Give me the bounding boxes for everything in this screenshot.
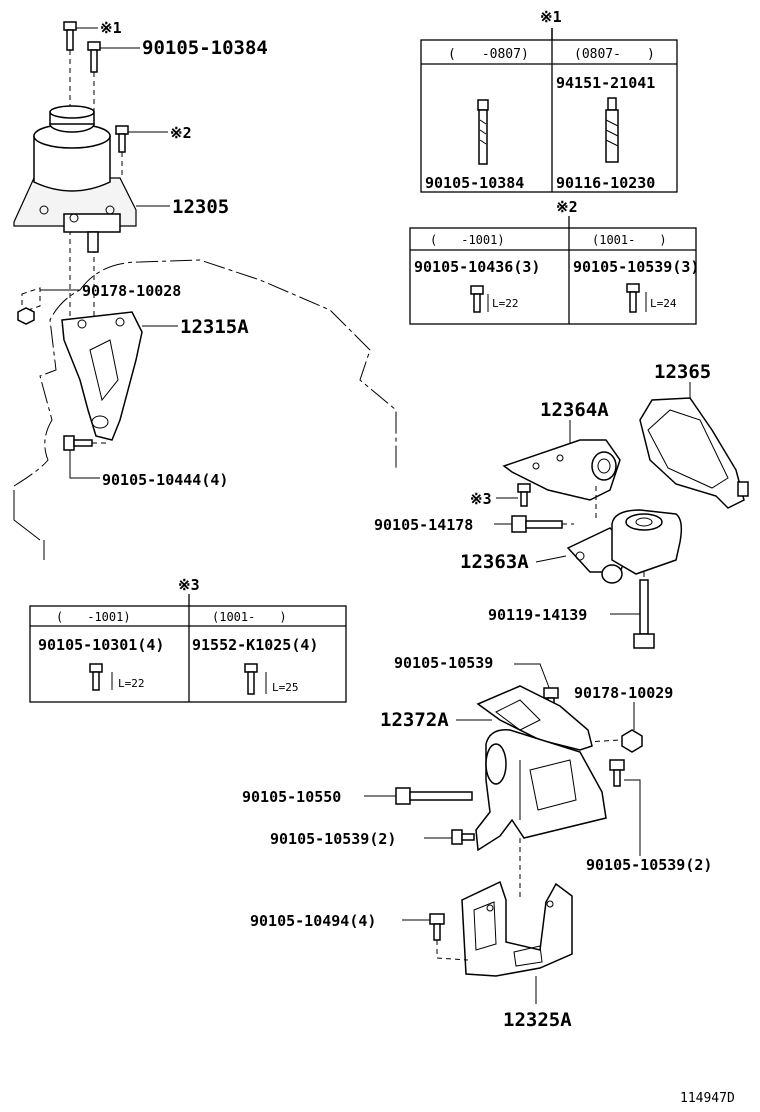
- mount-12372A-drawing: [475, 685, 607, 852]
- bolt-label-90105-10494: 90105-10494(4): [250, 912, 376, 930]
- table1: [420, 28, 678, 193]
- bolt-label-90178-10028: 90178-10028: [82, 282, 181, 300]
- bolt-label-90105-10550: 90105-10550: [242, 788, 341, 806]
- part-label-12364A: 12364A: [540, 399, 609, 421]
- bolt-ref3-drawing: [496, 483, 531, 507]
- mount-12363A-drawing: [566, 509, 683, 584]
- engine-mount-12305-drawing: [13, 105, 137, 253]
- bracket-12315A-drawing: [61, 311, 143, 441]
- part-label-12315A: 12315A: [180, 316, 249, 338]
- bracket-12364A-drawing: [502, 439, 621, 518]
- bolt-90105-10384-drawing: [87, 41, 140, 73]
- ref2-label-top: ※2: [170, 124, 192, 142]
- table2-col1-length: L=22: [492, 297, 519, 310]
- nut-90178-10029-drawing: [585, 729, 643, 753]
- table2-col2-header: (1001- ): [592, 233, 667, 247]
- bolt-90105-10550-drawing: [364, 787, 473, 805]
- table3-col1-part: 90105-10301(4): [38, 636, 164, 654]
- table2-col1-header: ( -1001): [430, 233, 505, 247]
- ref1-label-top: ※1: [100, 19, 122, 37]
- bolt-label-90105-10539-top: 90105-10539: [394, 654, 493, 672]
- part-label-12305: 12305: [172, 196, 229, 218]
- bolt-90105-14178-drawing: [494, 515, 574, 533]
- table1-col2-part: 90116-10230: [556, 174, 655, 192]
- bolt-label-90178-10029: 90178-10029: [574, 684, 673, 702]
- table3-col2-header: (1001- ): [212, 610, 287, 624]
- part-label-12365: 12365: [654, 361, 711, 383]
- table1-col1-part: 90105-10384: [425, 174, 524, 192]
- table2: [409, 216, 697, 325]
- bolt-label-90105-10384: 90105-10384: [142, 37, 268, 59]
- table2-ref: ※2: [556, 198, 578, 216]
- table1-ref: ※1: [540, 8, 562, 26]
- bolt-label-90119-14139: 90119-14139: [488, 606, 587, 624]
- bolt-label-90105-10539-left: 90105-10539(2): [270, 830, 396, 848]
- cover-12365-drawing: [639, 397, 749, 509]
- table2-col1-part: 90105-10436(3): [414, 258, 540, 276]
- part-label-12363A: 12363A: [460, 551, 529, 573]
- table1-col1-header: ( -0807): [448, 47, 529, 62]
- bolt-90105-10494-drawing: [402, 913, 469, 961]
- bolt-90119-14139-drawing: [610, 572, 655, 649]
- table3: [29, 594, 347, 703]
- table2-col2-part: 90105-10539(3): [573, 258, 699, 276]
- bolt-ref2-drawing: [115, 125, 168, 178]
- table3-col1-length: L=22: [118, 677, 145, 690]
- table2-col2-length: L=24: [650, 297, 677, 310]
- table3-col2-length: L=25: [272, 681, 299, 694]
- bracket-12325A-drawing: [461, 880, 573, 977]
- table1-col2-top-part: 94151-21041: [556, 74, 655, 92]
- diagram-id: 114947D: [680, 1091, 735, 1106]
- nut-90178-10028-drawing: [17, 287, 80, 325]
- bolt-90105-10539-left-drawing: [424, 829, 475, 845]
- ref3-label-mid: ※3: [470, 490, 492, 508]
- part-label-12325A: 12325A: [503, 1009, 572, 1031]
- part-label-12372A: 12372A: [380, 709, 449, 731]
- bolt-label-90105-10539-right: 90105-10539(2): [586, 856, 712, 874]
- bolt-label-90105-10444: 90105-10444(4): [102, 471, 228, 489]
- table3-ref: ※3: [178, 576, 200, 594]
- bolt-90105-10539-right-drawing: [609, 759, 641, 856]
- table3-col2-part: 91552-K1025(4): [192, 636, 318, 654]
- bolt-90105-10444-drawing: [63, 435, 108, 479]
- table1-col2-header: (0807- ): [574, 47, 655, 62]
- bolt-label-90105-14178: 90105-14178: [374, 516, 473, 534]
- table3-col1-header: ( -1001): [56, 610, 131, 624]
